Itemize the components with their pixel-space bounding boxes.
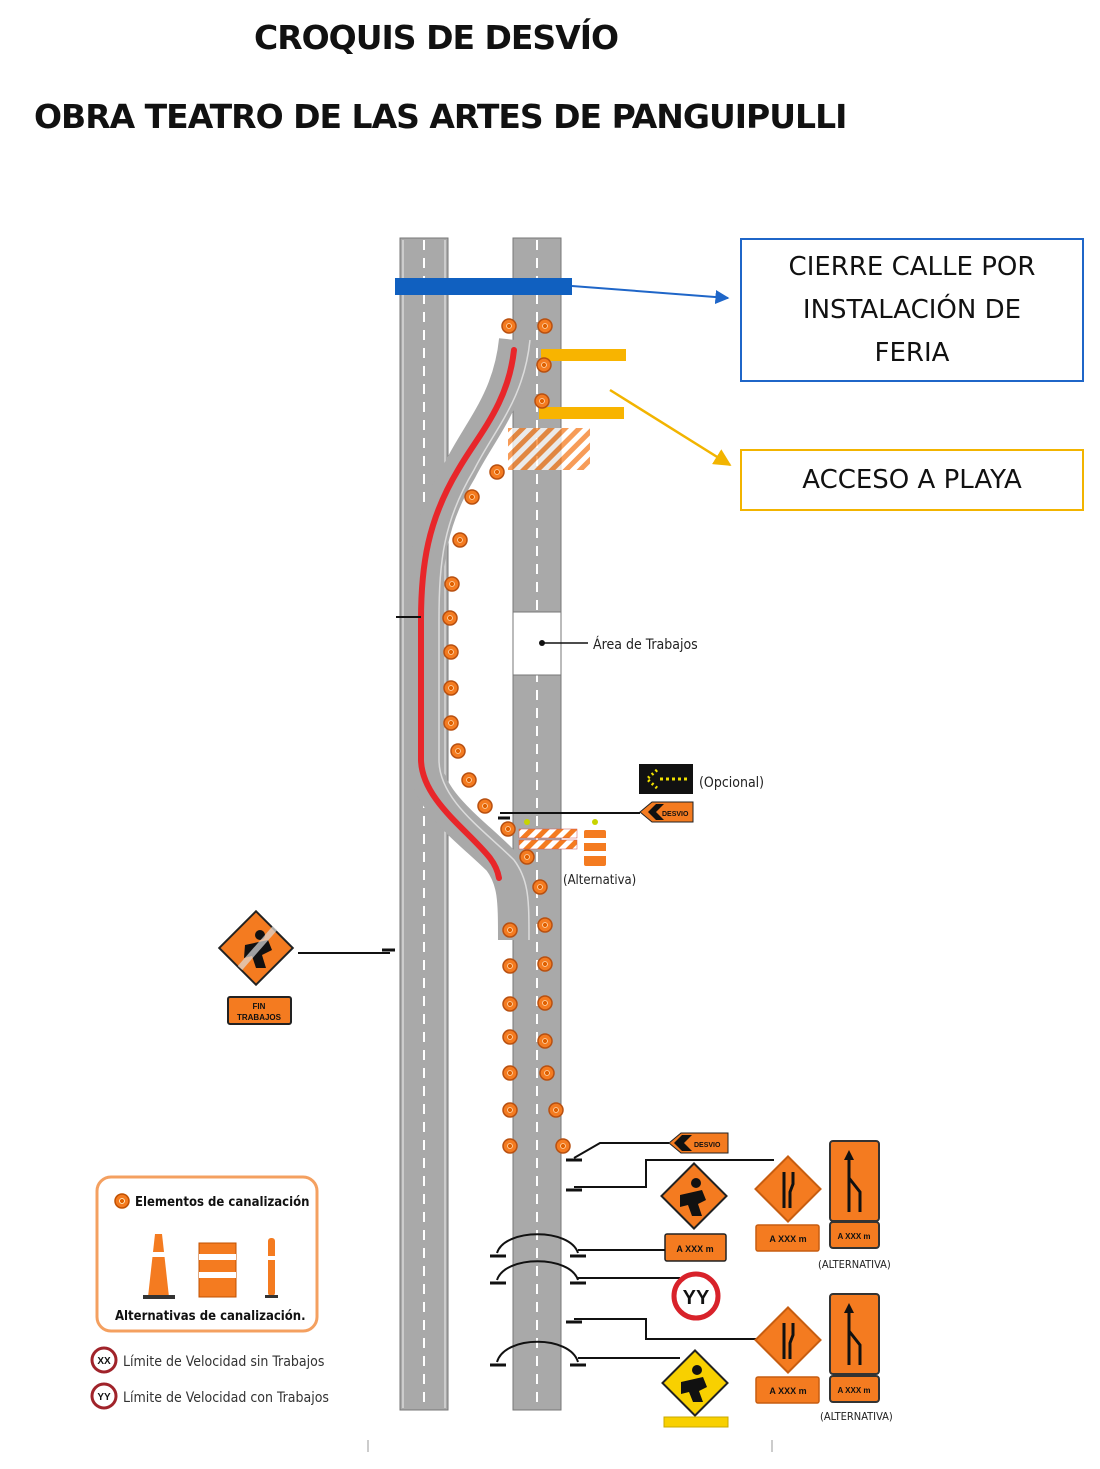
lane-merge-sign-2: A XXX m [829, 1293, 880, 1403]
cone-marker [555, 1138, 571, 1154]
street-closure-bar [395, 278, 572, 295]
svg-text:A XXX m: A XXX m [769, 1386, 806, 1396]
svg-text:FIN: FIN [253, 1002, 266, 1011]
cone-marker [477, 798, 493, 814]
cone-marker [444, 576, 460, 592]
svg-text:XX: XX [97, 1356, 111, 1367]
cone-marker [450, 743, 466, 759]
worker-sign-yellow [661, 1349, 729, 1428]
cone-marker [536, 357, 552, 373]
alternative-label-1: (ALTERNATIVA) [818, 1258, 891, 1271]
cone-marker [502, 1065, 518, 1081]
lane-merge-sign-1: A XXX m [829, 1140, 880, 1249]
cone-marker [502, 996, 518, 1012]
legend: Elementos de canalización Alternativas d… [90, 1175, 329, 1410]
cone-marker [502, 1102, 518, 1118]
cone-marker [548, 1102, 564, 1118]
barricade-alternative [518, 819, 606, 866]
legend-alternatives-label: Alternativas de canalización. [115, 1309, 306, 1324]
cone-marker [502, 922, 518, 938]
cone-marker [443, 715, 459, 731]
alternative-barricade-label: (Alternativa) [563, 873, 636, 888]
page-title: CROQUIS DE DESVÍO [254, 18, 619, 57]
street-closure-callout: CIERRE CALLE POR INSTALACIÓN DE FERIA [740, 238, 1084, 382]
cone-marker [532, 879, 548, 895]
detour-sign-middle: DESVIO [639, 801, 694, 823]
closure-pointer [571, 285, 730, 305]
cone-marker [461, 772, 477, 788]
legend-speed-no-works: Límite de Velocidad sin Trabajos [123, 1354, 324, 1370]
cone-marker [501, 318, 517, 334]
cone-marker [452, 532, 468, 548]
cone-marker [519, 849, 535, 865]
svg-text:A XXX m: A XXX m [837, 1386, 870, 1395]
cone-marker [537, 956, 553, 972]
cone-marker [464, 489, 480, 505]
arrow-board-sign [639, 764, 693, 794]
cone-marker [489, 464, 505, 480]
speed-limit-sign-yy: YY [671, 1271, 721, 1321]
legend-elements-label: Elementos de canalización [135, 1195, 309, 1210]
worker-sign-orange: A XXX m [660, 1162, 728, 1262]
lane-narrows-sign-1: A XXX m [754, 1155, 822, 1252]
svg-text:YY: YY [683, 1287, 710, 1309]
lane-narrows-sign-2: A XXX m [754, 1306, 822, 1404]
work-area-label: Área de Trabajos [593, 636, 698, 653]
beach-access-bar-1 [541, 349, 626, 361]
cone-marker [502, 1029, 518, 1045]
legend-speed-with-works: Límite de Velocidad con Trabajos [123, 1390, 329, 1406]
alternative-label-2: (ALTERNATIVA) [820, 1410, 893, 1423]
svg-text:A XXX m: A XXX m [769, 1234, 806, 1244]
cone-marker [443, 680, 459, 696]
cone-marker [537, 318, 553, 334]
cone-marker [537, 1033, 553, 1049]
cone-marker [443, 644, 459, 660]
channelizing-cones [442, 318, 571, 1154]
svg-text:DESVIO: DESVIO [662, 811, 689, 818]
svg-text:A XXX m: A XXX m [837, 1232, 870, 1241]
cone-marker [502, 958, 518, 974]
cone-marker [539, 1065, 555, 1081]
cone-marker [500, 821, 516, 837]
cone-marker [534, 393, 550, 409]
detour-sign-bottom: DESVIO [668, 1132, 729, 1154]
end-works-sign: FIN TRABAJOS [217, 909, 295, 1025]
cone-marker [537, 995, 553, 1011]
cone-marker [442, 610, 458, 626]
cone-marker [537, 917, 553, 933]
detour-route-line [418, 347, 517, 881]
beach-access-bar-2 [539, 407, 624, 419]
barricade-top [508, 428, 590, 470]
cone-marker [502, 1138, 518, 1154]
svg-text:YY: YY [97, 1392, 111, 1403]
beach-access-pointer [609, 388, 732, 467]
page-subtitle: OBRA TEATRO DE LAS ARTES DE PANGUIPULLI [34, 97, 847, 136]
svg-text:A XXX m: A XXX m [676, 1244, 713, 1254]
beach-access-callout: ACCESO A PLAYA [740, 449, 1084, 511]
svg-text:TRABAJOS: TRABAJOS [237, 1013, 282, 1022]
optional-label: (Opcional) [699, 775, 764, 791]
svg-text:DESVIO: DESVIO [694, 1142, 721, 1149]
